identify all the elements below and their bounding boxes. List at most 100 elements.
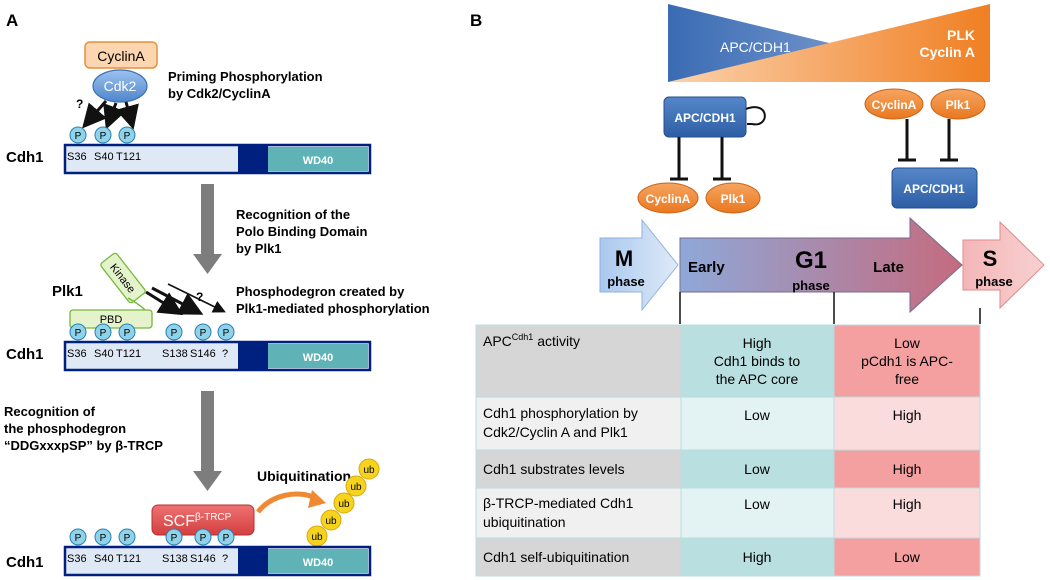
table-row-4-label-2: ubiquitination xyxy=(483,514,566,530)
p-circle-3d xyxy=(165,528,183,546)
site-q-3: ? xyxy=(222,553,228,565)
table-row-2-early: Low xyxy=(744,407,771,423)
self-ubiquitination-loop xyxy=(745,106,766,126)
cdh1-label-3: Cdh1 xyxy=(6,554,44,571)
p-label-2b: P xyxy=(100,328,107,339)
p-circle-2e xyxy=(194,323,212,341)
site-s146-2: S146 xyxy=(190,348,216,360)
site-s146-3: S146 xyxy=(190,553,216,565)
cyclina-gradient-label: Cyclin A xyxy=(920,44,976,60)
table-row-5-early: High xyxy=(743,549,772,565)
cdh1-dark-segment-2 xyxy=(238,342,268,370)
p-label-3e: P xyxy=(200,533,207,544)
table-row-2-late: High xyxy=(893,407,922,423)
p-circle-3e xyxy=(194,528,212,546)
s-label: S xyxy=(983,246,998,271)
table-row-3-label: Cdh1 substrates levels xyxy=(483,461,625,477)
table-row-1-early-3: the APC core xyxy=(716,371,799,387)
table-row-2-late-cell xyxy=(833,396,981,451)
priming-arrow-3 xyxy=(115,101,139,130)
late-label: Late xyxy=(873,259,904,276)
p-label-2c: P xyxy=(124,328,131,339)
p-circle-2c xyxy=(118,323,136,341)
wd40-label-2: WD40 xyxy=(303,352,334,364)
gray-arrow-shaft-2 xyxy=(201,391,214,471)
scf-label: SCFβ-TRCP xyxy=(163,512,232,530)
table-row-4-label-cell xyxy=(475,487,682,539)
panel-a-label: A xyxy=(6,11,18,30)
site-s36-1: S36 xyxy=(67,151,87,163)
question-mark-2: ? xyxy=(196,290,203,304)
g1-label: G1 xyxy=(795,247,827,274)
s-phase-arrow xyxy=(962,220,1045,310)
site-t121-1: T121 xyxy=(116,151,141,163)
recog-degron-text-1: Recognition of xyxy=(4,404,96,419)
site-s36-2: S36 xyxy=(67,348,87,360)
table-row-5-early-cell xyxy=(680,537,835,577)
table-row-3-late-cell xyxy=(833,449,981,489)
site-t121-3: T121 xyxy=(116,553,141,565)
recog-pbd-text-2: Polo Binding Domain xyxy=(236,224,367,239)
panel-b-label: B xyxy=(470,11,482,30)
table-row-1-label: APCCdh1 activity xyxy=(483,332,580,349)
cyclina-label-early: CyclinA xyxy=(646,192,691,206)
table-row-2-early-cell xyxy=(680,396,835,451)
p-circle-3b xyxy=(94,528,112,546)
site-t121-2: T121 xyxy=(116,348,141,360)
plk1-ellipse-early xyxy=(705,182,761,214)
recog-pbd-text-3: by Plk1 xyxy=(236,241,282,256)
table-row-1-label-cell xyxy=(475,324,682,398)
ub-label-2: ub xyxy=(325,516,337,527)
p-label-3a: P xyxy=(75,533,82,544)
site-s40-1: S40 xyxy=(94,151,114,163)
priming-arrow-2 xyxy=(103,102,126,130)
apc-cdh1-gradient-label: APC/CDH1 xyxy=(720,39,791,55)
wd40-label-3: WD40 xyxy=(303,557,334,569)
p-circle-3f xyxy=(217,528,235,546)
wd40-label-1: WD40 xyxy=(303,155,334,167)
phosphodegron-text-2: Plk1-mediated phosphorylation xyxy=(236,301,430,316)
p-circle-1a xyxy=(69,126,87,144)
table-row-4-late: High xyxy=(893,496,922,512)
pbd-label: PBD xyxy=(100,314,123,326)
table-row-1-early-2: Cdh1 binds to xyxy=(714,353,801,369)
ub-label-5: ub xyxy=(363,465,375,476)
p-label-3c: P xyxy=(124,533,131,544)
table-row-3-early: Low xyxy=(744,461,771,477)
kinase-arrow-2 xyxy=(151,286,204,315)
g1-phase-arrow xyxy=(679,216,963,314)
priming-text-2: by Cdk2/CyclinA xyxy=(168,86,271,101)
s-phase-label: phase xyxy=(975,274,1013,289)
table-row-3-early-cell xyxy=(680,449,835,489)
ubiquitination-text: Ubiquitination xyxy=(257,468,351,484)
plk1-label-late: Plk1 xyxy=(946,98,971,112)
table-row-4-late-cell xyxy=(833,487,981,539)
activity-table: APCCdh1 activity High Cdh1 binds to the … xyxy=(475,324,981,577)
phosphodegron-text-1: Phosphodegron created by xyxy=(236,284,405,299)
ubiquitination-arrow-head xyxy=(308,490,326,508)
site-s40-2: S40 xyxy=(94,348,114,360)
p-label-2f: P xyxy=(223,328,230,339)
table-row-1-early-cell xyxy=(680,324,835,398)
p-label-1c: P xyxy=(124,131,131,142)
gray-arrow-head-2 xyxy=(193,471,222,491)
p-circle-1c xyxy=(118,126,136,144)
cdh1-dark-segment-1 xyxy=(238,145,268,173)
cyclina-ellipse-early xyxy=(637,182,699,214)
ub-label-1: ub xyxy=(311,532,323,543)
recog-degron-text-3: “DDGxxxpSP” by β-TRCP xyxy=(4,438,163,453)
plk1-label-a: Plk1 xyxy=(52,283,83,300)
ub-circle-4 xyxy=(345,475,367,497)
apc-cdh1-box-late-label: APC/CDH1 xyxy=(903,182,965,196)
ub-label-3: ub xyxy=(338,499,350,510)
plk1-label-early: Plk1 xyxy=(721,192,746,206)
p-label-1a: P xyxy=(75,131,82,142)
pbd-domain xyxy=(69,309,153,329)
plk-cyclin-gradient-triangle xyxy=(668,4,990,82)
kinase-arrow-3 xyxy=(167,283,226,313)
cyclina-label-late: CyclinA xyxy=(872,98,917,112)
plk-gradient-label: PLK xyxy=(947,27,975,43)
question-mark-1: ? xyxy=(76,97,83,111)
cdh1-label-1: Cdh1 xyxy=(6,149,44,166)
